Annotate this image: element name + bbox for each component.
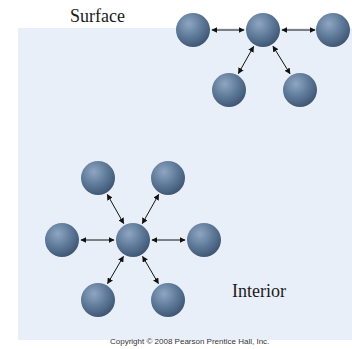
molecules xyxy=(45,13,350,317)
attraction-arrows xyxy=(81,30,315,284)
copyright-note: Copyright © 2008 Pearson Prentice Hall, … xyxy=(110,337,269,346)
region-label: Interior xyxy=(232,281,286,302)
liquid-region xyxy=(18,28,352,340)
region-label: Surface xyxy=(70,6,125,27)
